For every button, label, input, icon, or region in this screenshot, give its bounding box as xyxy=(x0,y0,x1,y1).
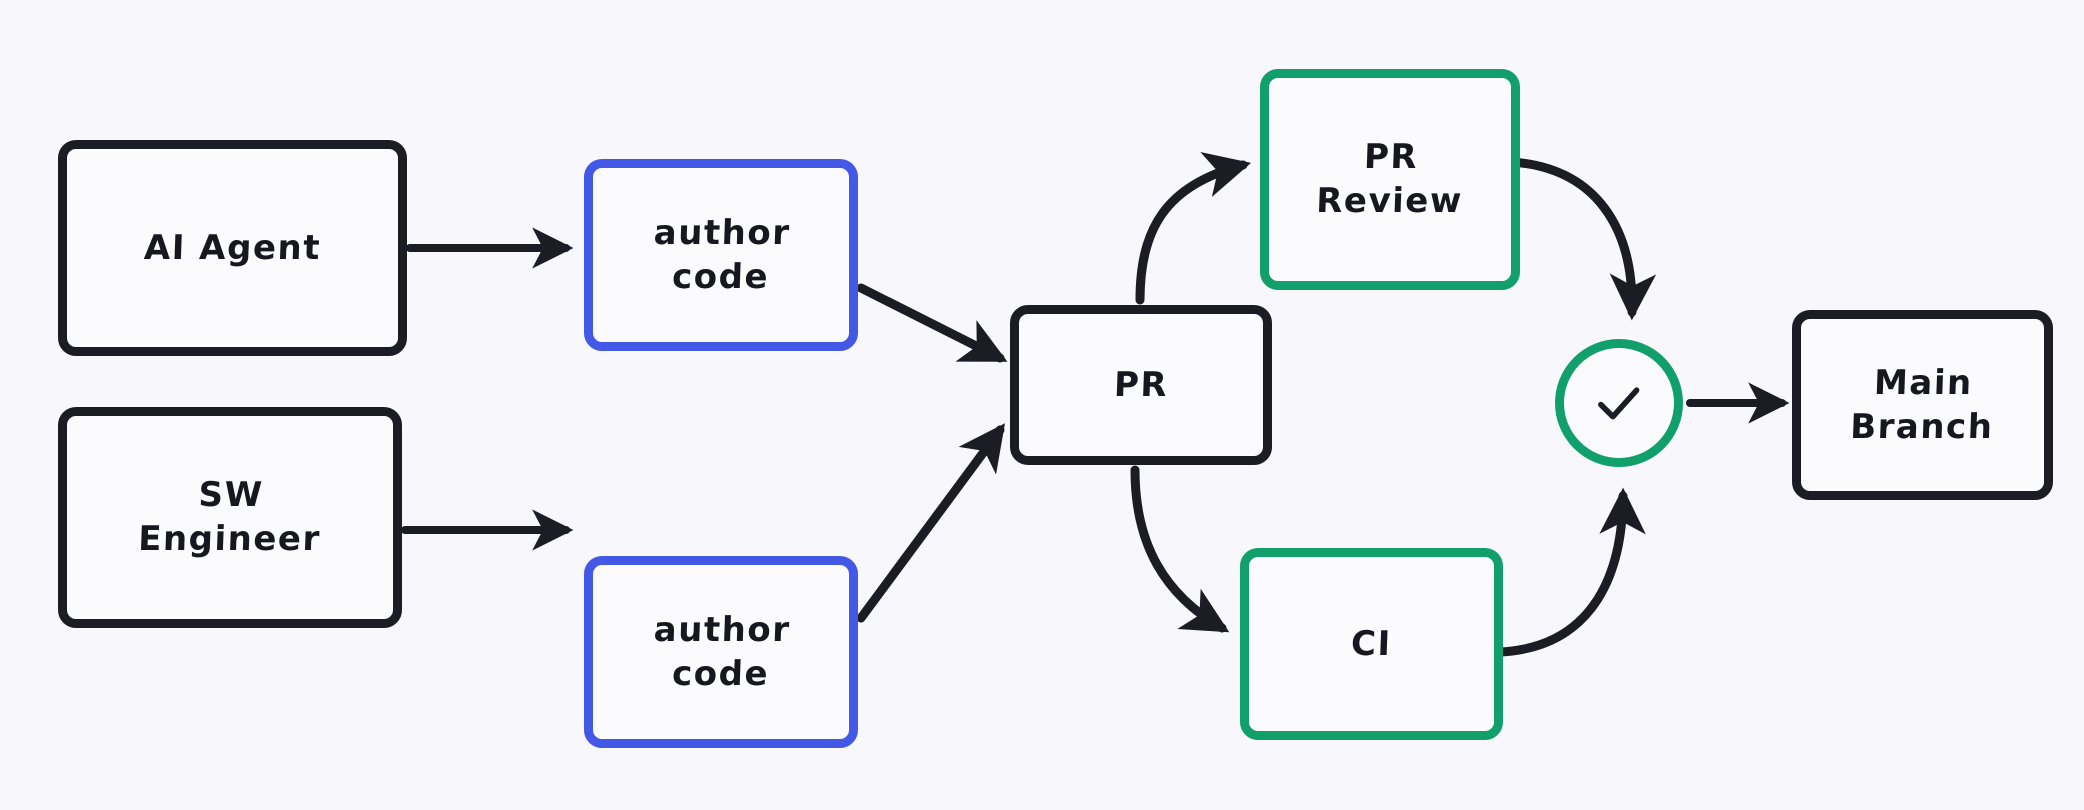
node-author-code-agent-label: author code xyxy=(652,212,791,297)
edge-author-code-human-to-pr xyxy=(856,423,1005,623)
node-main-branch[interactable]: Main Branch xyxy=(1792,310,2053,500)
node-sw-engineer[interactable]: SW Engineer xyxy=(58,407,402,628)
edge-pr-to-ci xyxy=(1130,465,1230,633)
edge-pr-to-pr-review xyxy=(1135,151,1252,305)
edge-pr-review-to-merge-check xyxy=(1507,157,1657,321)
node-author-code-human[interactable]: author code xyxy=(584,556,858,748)
node-ci-label: CI xyxy=(1350,623,1393,664)
node-author-code-human-label: author code xyxy=(652,609,791,694)
node-pr[interactable]: PR xyxy=(1010,305,1272,465)
node-pr-review-label: PR Review xyxy=(1315,137,1464,222)
check-icon xyxy=(1564,348,1674,458)
edge-author-code-agent-to-pr xyxy=(856,283,1008,363)
node-sw-engineer-label: SW Engineer xyxy=(137,475,322,560)
node-ci[interactable]: CI xyxy=(1240,548,1503,740)
node-main-branch-label: Main Branch xyxy=(1849,362,1995,447)
edge-ci-to-merge-check xyxy=(1495,487,1646,657)
node-pr-label: PR xyxy=(1113,364,1169,405)
node-ai-agent-label: AI Agent xyxy=(143,227,322,268)
node-merge-check[interactable] xyxy=(1555,339,1683,467)
node-ai-agent[interactable]: AI Agent xyxy=(58,140,407,356)
node-author-code-agent[interactable]: author code xyxy=(584,159,858,351)
node-pr-review[interactable]: PR Review xyxy=(1260,69,1520,290)
